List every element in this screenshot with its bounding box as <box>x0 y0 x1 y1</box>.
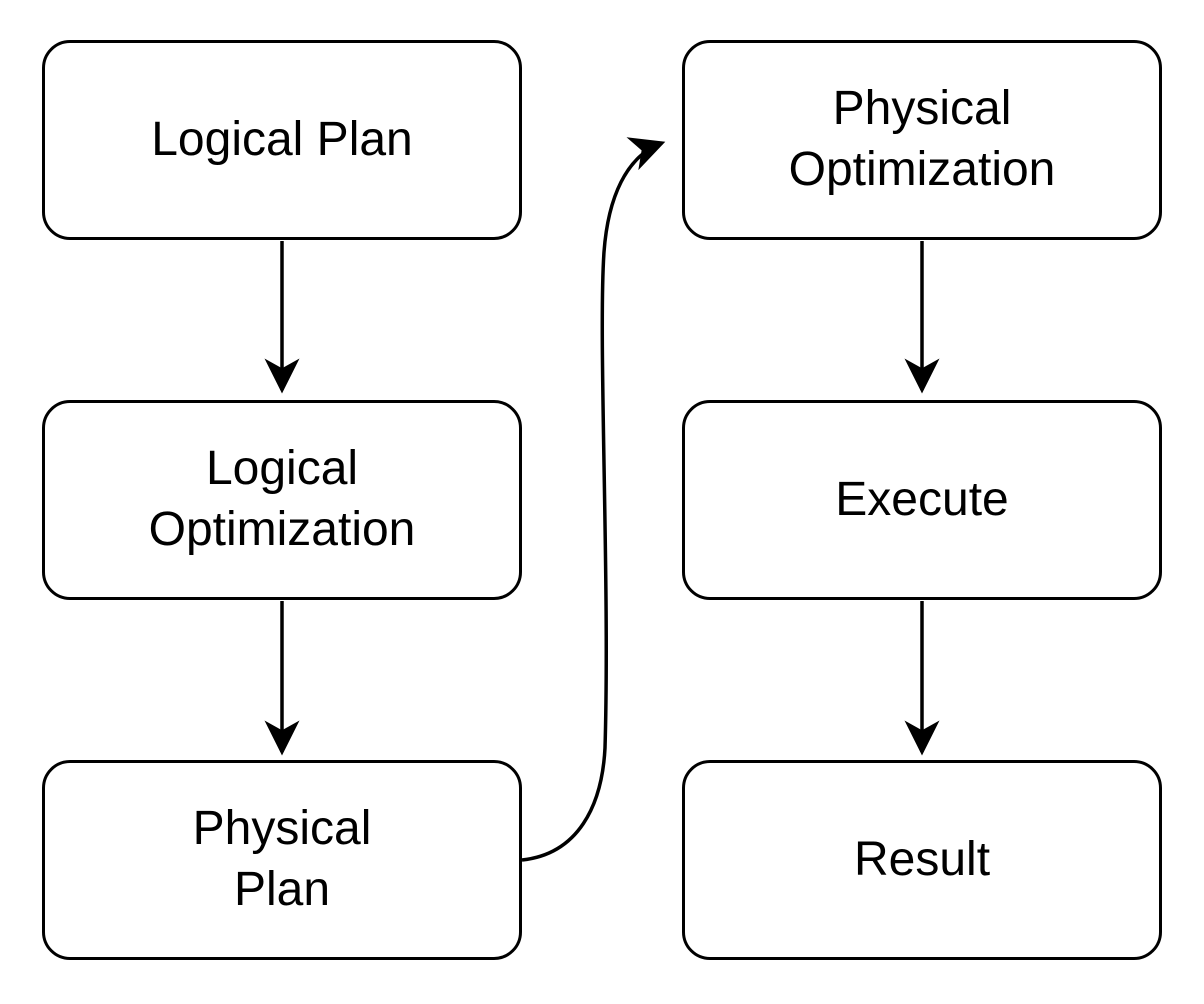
node-result: Result <box>682 760 1162 960</box>
node-result-label: Result <box>853 832 991 886</box>
node-physical-plan-label-line2: Plan <box>233 863 331 916</box>
edge-physical-plan-to-physical-optimization <box>521 137 666 862</box>
node-logical-optimization: Logical Optimization <box>42 400 522 600</box>
node-physical-plan-label-line1: Physical <box>192 802 372 856</box>
node-physical-plan: Physical Plan <box>42 760 522 960</box>
node-physical-optimization-label-line1: Physical <box>832 82 1012 136</box>
node-execute: Execute <box>682 400 1162 600</box>
node-logical-optimization-label-line2: Optimization <box>148 503 416 556</box>
node-physical-optimization-label-line2: Optimization <box>788 143 1056 196</box>
node-logical-plan-label: Logical Plan <box>151 112 413 166</box>
node-logical-plan: Logical Plan <box>42 40 522 240</box>
node-physical-optimization: Physical Optimization <box>682 40 1162 240</box>
node-logical-optimization-label-line1: Logical <box>205 442 359 496</box>
node-execute-label: Execute <box>835 472 1009 526</box>
